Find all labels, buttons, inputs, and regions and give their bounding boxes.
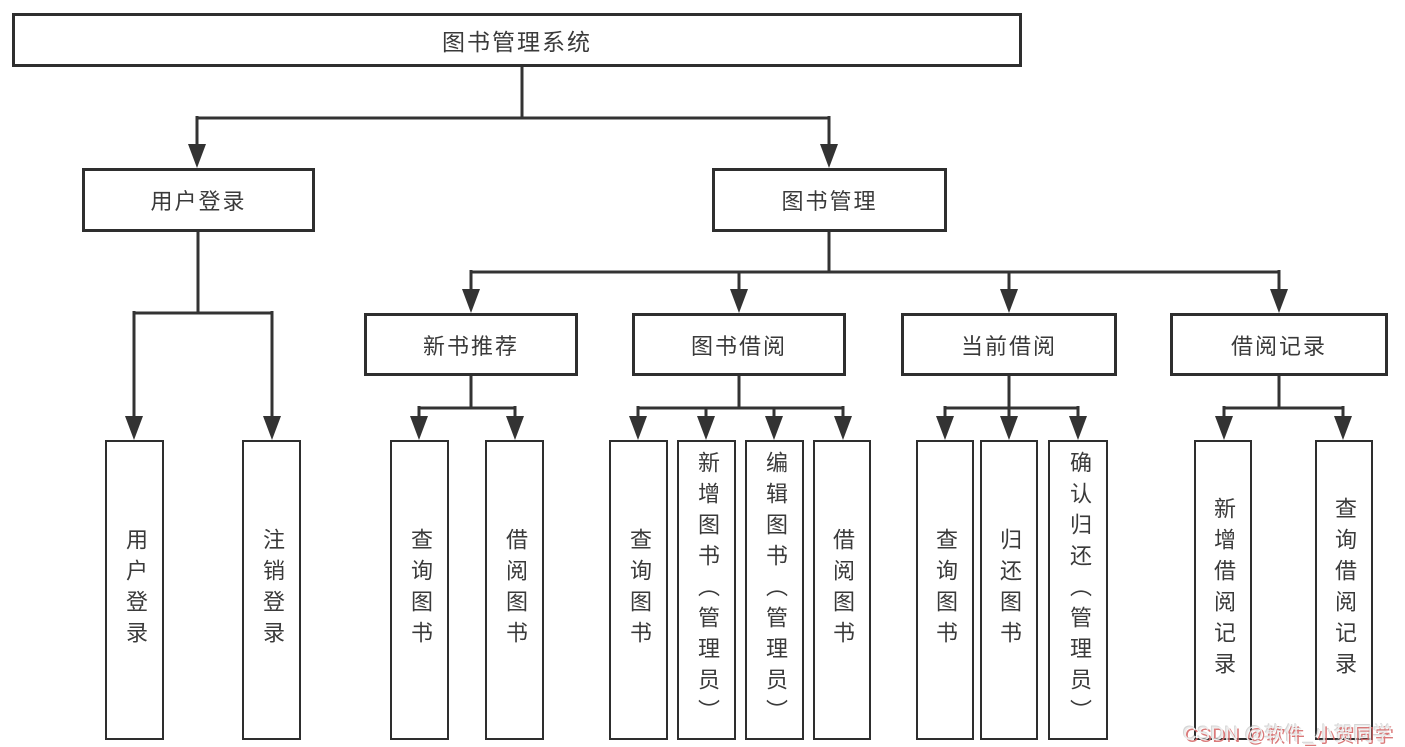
node-leaf-query-book: 查询图书 <box>609 440 668 740</box>
node-new-book-recommend: 新书推荐 <box>364 313 578 376</box>
csdn-watermark: CSDN @软件_小贺同学 <box>1183 724 1393 745</box>
node-leaf-user-login: 用户登录 <box>105 440 164 740</box>
node-leaf-confirm-return-admin: 确认归还（管理员） <box>1048 440 1108 740</box>
node-leaf-query-borrow-record: 查询借阅记录 <box>1315 440 1373 740</box>
arrowhead-icons <box>125 144 1352 440</box>
node-leaf-add-book-admin: 新增图书（管理员） <box>677 440 736 740</box>
node-book-management: 图书管理 <box>712 168 947 232</box>
node-leaf-query-current: 查询图书 <box>916 440 974 740</box>
node-leaf-borrow-book-recommend: 借阅图书 <box>485 440 544 740</box>
node-leaf-query-book-recommend: 查询图书 <box>390 440 449 740</box>
node-leaf-add-borrow-record: 新增借阅记录 <box>1194 440 1252 740</box>
node-leaf-logout: 注销登录 <box>242 440 301 740</box>
node-leaf-borrow-book: 借阅图书 <box>813 440 871 740</box>
node-user-login: 用户登录 <box>82 168 315 232</box>
node-leaf-return-book: 归还图书 <box>980 440 1038 740</box>
node-leaf-edit-book-admin: 编辑图书（管理员） <box>745 440 804 740</box>
node-current-borrowing: 当前借阅 <box>901 313 1117 376</box>
node-root-library-system: 图书管理系统 <box>12 13 1022 67</box>
node-book-borrowing: 图书借阅 <box>632 313 846 376</box>
node-borrow-records: 借阅记录 <box>1170 313 1388 376</box>
